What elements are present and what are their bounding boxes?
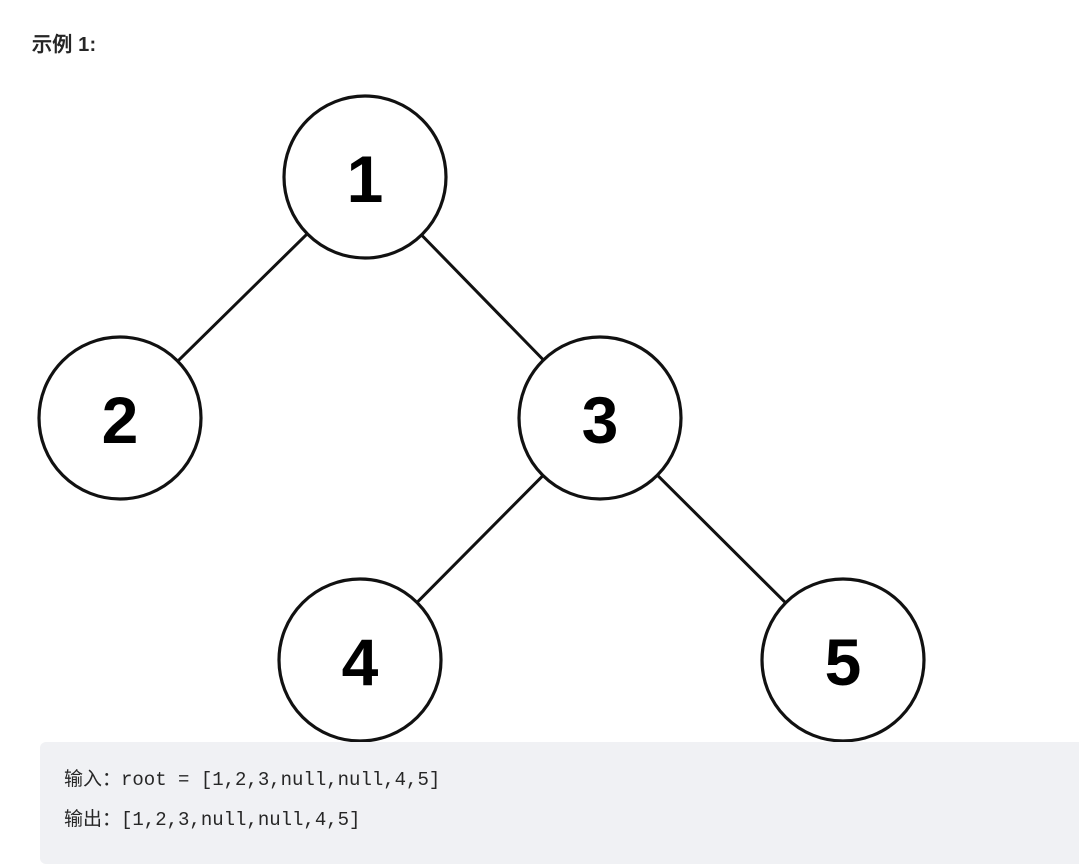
node-circle-2 [37,335,203,501]
node-label-4: 4 [342,625,379,699]
code-block: 输入：root = [1,2,3,null,null,4,5] 输出：[1,2,… [40,742,1079,864]
page-title: 示例 1: [32,34,97,56]
tree-diagram: 1 2 3 4 5 [0,74,1079,746]
tree-node-2: 2 [37,335,203,501]
tree-edge-1-3 [420,233,545,362]
tree-edges-group [176,232,788,605]
tree-edge-3-4 [415,474,545,604]
node-circle-1 [282,94,448,260]
node-circle-3 [517,335,683,501]
node-label-2: 2 [102,383,139,457]
node-circle-4 [277,577,443,743]
tree-edge-3-5 [655,473,788,605]
tree-svg-canvas: 1 2 3 4 5 [37,94,926,743]
tree-node-1: 1 [282,94,448,260]
node-label-3: 3 [582,383,619,457]
code-line-output: 输出：[1,2,3,null,null,4,5] [64,809,361,831]
tree-node-3: 3 [517,335,683,501]
node-circle-5 [760,577,926,743]
tree-edge-1-2 [176,232,309,363]
tree-node-4: 4 [277,577,443,743]
tree-node-5: 5 [760,577,926,743]
node-label-5: 5 [825,625,862,699]
node-label-1: 1 [347,142,384,216]
tree-nodes-group: 1 2 3 4 5 [37,94,926,743]
code-line-input: 输入：root = [1,2,3,null,null,4,5] [64,769,441,791]
